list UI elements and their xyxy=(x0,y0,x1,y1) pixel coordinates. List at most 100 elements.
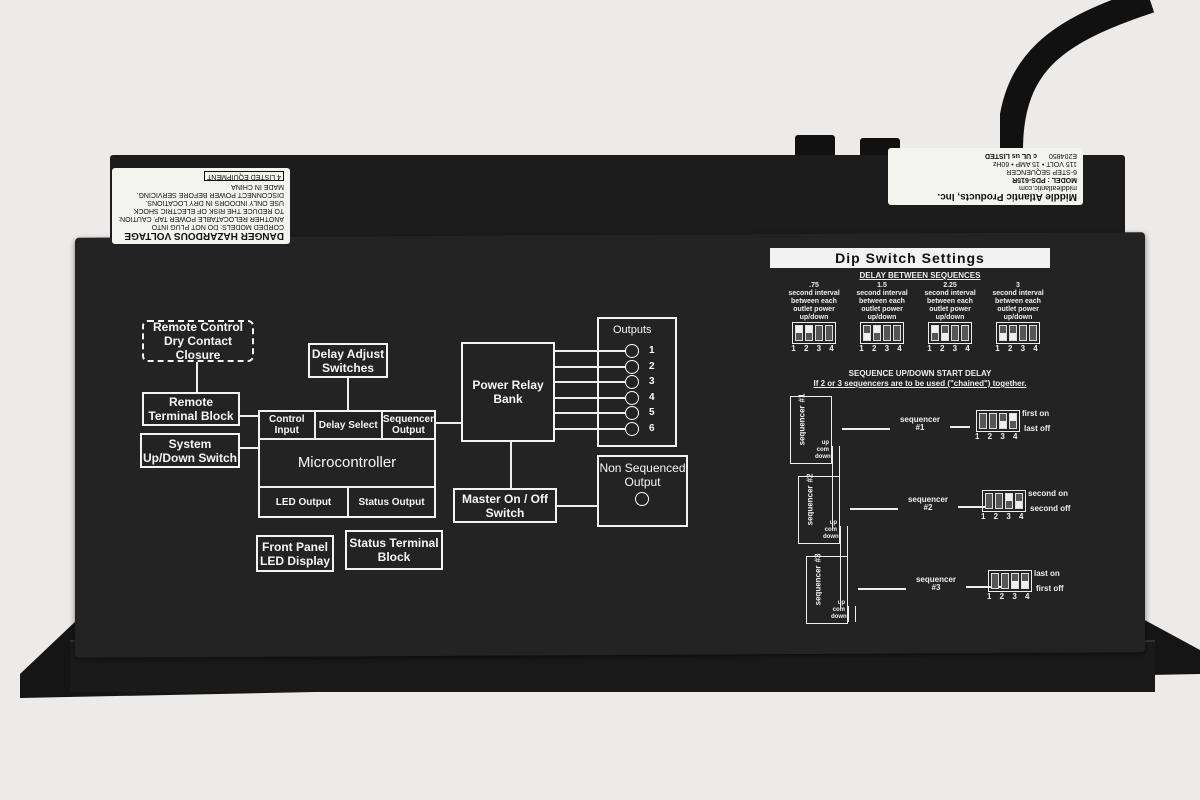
terminal-labels: up com down xyxy=(815,440,831,460)
remote-control-box: Remote Control Dry Contact Closure xyxy=(142,320,254,362)
connector-line xyxy=(240,415,258,417)
relay-bank-box: Power Relay Bank xyxy=(461,342,555,442)
output-row: 1 xyxy=(555,344,665,358)
dip-title: Dip Switch Settings xyxy=(770,248,1050,268)
switch-toggle xyxy=(999,325,1007,341)
switch-numbers: 1 2 3 4 xyxy=(927,344,973,353)
switch-numbers: 1 2 3 4 xyxy=(975,432,1021,441)
sequencer-name: sequencer xyxy=(813,565,823,606)
power-cable xyxy=(1000,0,1155,150)
sequencer-name: sequencer xyxy=(899,415,941,424)
non-sequenced-label: Non Sequenced Output xyxy=(599,461,686,489)
outlet-icon xyxy=(625,406,639,420)
delay-text: second interval between each outlet powe… xyxy=(924,290,976,321)
sequencer-output: Sequencer Output xyxy=(382,414,434,436)
switch-toggle xyxy=(863,325,871,341)
model: MODEL : PDS-615R xyxy=(1012,176,1077,183)
start-sub: If 2 or 3 sequencers are to be used ("ch… xyxy=(813,379,1027,388)
connector-line xyxy=(850,508,898,510)
connector-line xyxy=(555,381,625,383)
sequencer-number: #2 xyxy=(805,473,815,483)
master-switch-box: Master On / Off Switch xyxy=(453,488,557,523)
sequencer-dip: 1 2 3 4 xyxy=(975,410,1020,441)
delay-value: .75 xyxy=(809,282,819,289)
dip-switch xyxy=(860,322,904,344)
outlet-icon xyxy=(625,390,639,405)
output-number: 4 xyxy=(649,391,655,403)
sequencer-number: #2 xyxy=(923,503,933,512)
switch-toggle xyxy=(990,573,999,589)
output-row: 6 xyxy=(555,421,665,436)
connector-line xyxy=(858,588,906,590)
off-label: last off xyxy=(1024,424,1051,433)
output-number: 2 xyxy=(649,360,655,372)
delay-select: Delay Select xyxy=(316,412,383,438)
front-panel-box: Front Panel LED Display xyxy=(256,535,334,572)
output-number: 3 xyxy=(649,376,655,387)
connector-line xyxy=(950,426,970,428)
sequencer-dip: 1 2 3 4 xyxy=(981,490,1026,521)
connector-line xyxy=(555,412,625,414)
on-label: last on xyxy=(1034,569,1060,578)
sequencer-box-label: sequencer#3 xyxy=(813,554,822,606)
switch-toggle xyxy=(951,325,959,341)
switch-toggle xyxy=(978,413,987,429)
switch-toggle xyxy=(961,325,969,341)
website: middleatlantic.com xyxy=(1019,184,1077,191)
warning-code: 4 LISTED EQUIPMENT xyxy=(204,171,284,181)
switch-toggle xyxy=(1008,413,1017,429)
on-label: second on xyxy=(1028,489,1069,498)
sequencer-number: #1 xyxy=(915,423,925,432)
connector-line xyxy=(510,442,512,488)
connector-line xyxy=(555,365,625,368)
delay-value: 1.5 xyxy=(877,282,887,289)
outputs-title: Outputs xyxy=(613,324,652,336)
output-row: 5 xyxy=(555,406,665,420)
delay-text: second interval between each outlet powe… xyxy=(856,290,908,321)
connector-line xyxy=(555,396,625,399)
sequencer-name: sequencer xyxy=(797,405,807,446)
connector-line xyxy=(436,422,461,424)
switch-numbers: 1 2 3 4 xyxy=(987,592,1033,601)
outlet-icon xyxy=(635,492,649,506)
ul-listing-mark: c UL us LISTED xyxy=(984,152,1037,159)
outlet-icon xyxy=(625,344,639,358)
dip-switch xyxy=(792,322,836,344)
connector-line xyxy=(347,378,349,410)
on-label: first on xyxy=(1022,409,1050,418)
sequencer-label: sequencer#2 xyxy=(898,496,958,512)
switch-toggle xyxy=(984,493,993,509)
output-number: 1 xyxy=(649,345,655,356)
switch-toggle xyxy=(1029,325,1037,341)
dip-switch xyxy=(996,322,1040,344)
system-switch-box: System Up/Down Switch xyxy=(140,433,240,468)
sequencer-number: #3 xyxy=(931,583,941,592)
company-name: Middle Atlantic Products, Inc. xyxy=(937,191,1077,202)
switch-toggle xyxy=(1014,493,1023,509)
chain-wire xyxy=(848,606,856,622)
switch-numbers: 1 2 3 4 xyxy=(791,344,837,353)
output-row: 4 xyxy=(555,390,665,405)
switch-toggle xyxy=(1020,573,1029,589)
non-sequenced-box: Non Sequenced Output xyxy=(597,455,688,527)
warning-label: DANGER HAZARDOUS VOLTAGE CORDED MODELS: … xyxy=(112,168,290,244)
switch-toggle xyxy=(1004,493,1013,509)
connector-line xyxy=(958,506,988,508)
outlet-icon xyxy=(625,375,639,389)
outlet-icon xyxy=(625,421,639,436)
switch-toggle xyxy=(825,325,833,341)
status-terminal-box: Status Terminal Block xyxy=(345,530,443,570)
connector-line xyxy=(842,428,890,430)
sequencer-label: sequencer#1 xyxy=(890,416,950,432)
sequencer-label: sequencer#3 xyxy=(906,576,966,592)
file-number: E204850 xyxy=(1048,152,1077,159)
connector-line xyxy=(557,505,597,507)
sequencer-dip: 1 2 3 4 xyxy=(987,570,1032,601)
dip-switch xyxy=(987,570,1032,592)
connector-line xyxy=(555,350,625,352)
switch-toggle xyxy=(883,325,891,341)
